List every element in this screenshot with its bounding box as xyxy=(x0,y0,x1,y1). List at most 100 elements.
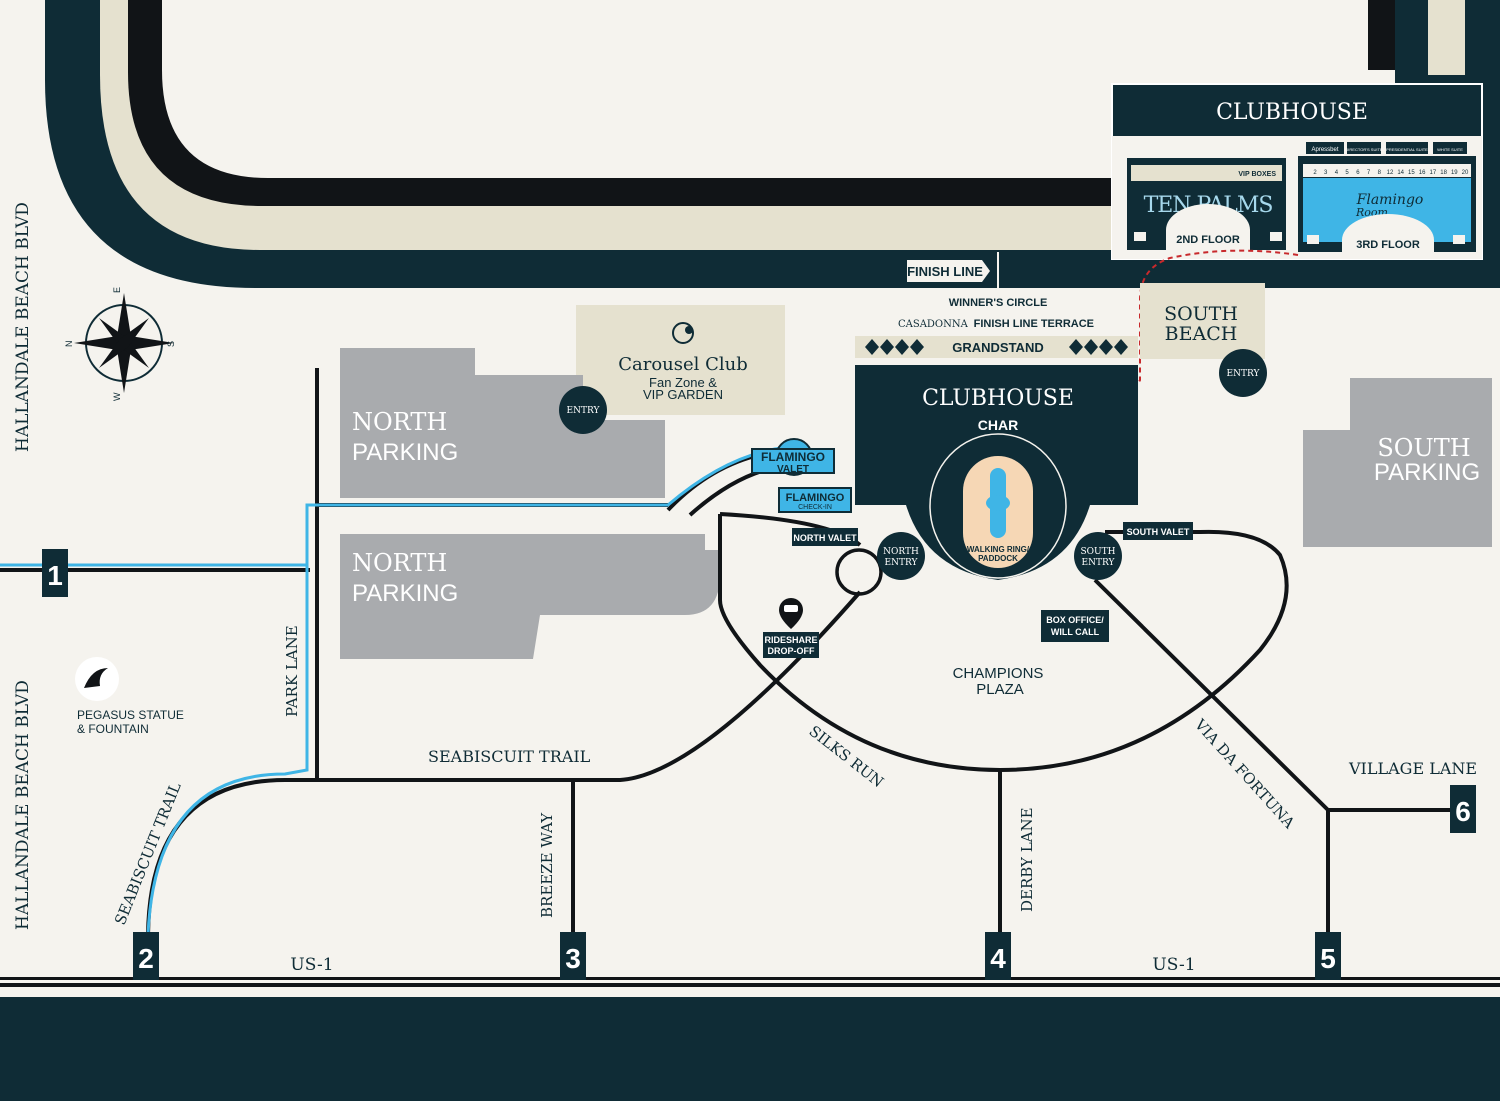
main-clubhouse-label: CLUBHOUSE xyxy=(922,386,1074,411)
finish-line-label: FINISH LINE xyxy=(907,264,983,279)
suite-apressbet: Apressbet xyxy=(1311,147,1338,153)
flamingo-valet-label-2: VALET xyxy=(777,464,809,475)
north-parking-lower-label-1: NORTH xyxy=(352,549,447,577)
box-office-label-1: BOX OFFICE/ xyxy=(1046,615,1104,625)
third-floor-elevator-right-icon xyxy=(1453,235,1465,244)
north-parking-upper-label-2: PARKING xyxy=(352,439,458,466)
box-number: 6 xyxy=(1356,170,1360,176)
carousel-entry-label: ENTRY xyxy=(567,406,601,416)
south-parking xyxy=(1303,378,1492,547)
compass-rose-icon: N E S W xyxy=(64,287,176,401)
rideshare-label-1: RIDESHARE xyxy=(764,635,817,645)
suite-directors: DIRECTOR'S SUITE xyxy=(1345,147,1382,152)
gate-5-number: 5 xyxy=(1320,943,1336,974)
clubhouse-inset: CLUBHOUSE VIP BOXES TEN PALMS 2ND FLOOR … xyxy=(1111,83,1500,260)
box-number: 20 xyxy=(1462,170,1469,176)
south-entry[interactable]: SOUTH ENTRY xyxy=(1074,532,1122,580)
box-number: 19 xyxy=(1451,170,1458,176)
winners-circle-label: WINNER'S CIRCLE xyxy=(949,297,1048,309)
suite-presidential: PRESIDENTIAL SUITE xyxy=(1386,147,1428,152)
hallandale-label-top: HALLANDALE BEACH BLVD xyxy=(13,202,33,452)
south-valet-label: SOUTH VALET xyxy=(1127,527,1190,537)
gate-3[interactable]: 3 xyxy=(560,932,586,980)
south-beach-entry[interactable]: ENTRY xyxy=(1219,349,1267,397)
south-beach-label-1: SOUTH xyxy=(1164,303,1238,325)
north-valet-tag[interactable]: NORTH VALET xyxy=(792,528,858,546)
south-valet-tag[interactable]: SOUTH VALET xyxy=(1123,522,1193,540)
flamingo-checkin-tag[interactable]: FLAMINGO CHECK-IN xyxy=(778,487,852,513)
gate-4[interactable]: 4 xyxy=(985,932,1011,980)
us1-label-right: US-1 xyxy=(1152,955,1195,975)
box-number: 7 xyxy=(1367,170,1371,176)
gate-2[interactable]: 2 xyxy=(133,932,159,980)
flamingo-checkin-label-2: CHECK-IN xyxy=(798,504,832,511)
south-parking-label-2: PARKING xyxy=(1374,459,1480,486)
champions-plaza-label-1: CHAMPIONS xyxy=(953,665,1044,682)
south-entry-label-2: ENTRY xyxy=(1082,558,1116,568)
breeze-way-label: BREEZE WAY xyxy=(538,812,556,918)
north-valet-label: NORTH VALET xyxy=(793,533,857,543)
gate-6-number: 6 xyxy=(1455,796,1471,827)
vip-garden-label: VIP GARDEN xyxy=(643,387,723,402)
gate-2-number: 2 xyxy=(138,943,154,974)
box-number: 16 xyxy=(1419,170,1426,176)
gate-1[interactable]: 1 xyxy=(42,549,68,597)
grandstand-label: GRANDSTAND xyxy=(952,340,1043,355)
inset-connector-line xyxy=(1079,249,1299,406)
grandstand-diamonds xyxy=(865,339,1128,355)
north-entry[interactable]: NORTH ENTRY xyxy=(877,532,925,580)
us1-label-left: US-1 xyxy=(290,955,333,975)
second-floor-elevator-left-icon xyxy=(1134,232,1146,241)
park-lane-label: PARK LANE xyxy=(283,625,301,717)
north-parking-upper-label-1: NORTH xyxy=(352,408,447,436)
gate-1-number: 1 xyxy=(47,560,63,591)
box-number: 8 xyxy=(1378,170,1382,176)
footer-band xyxy=(0,997,1500,1101)
box-number: 3 xyxy=(1324,170,1328,176)
compass-w: W xyxy=(112,392,122,401)
pegasus-label-1: PEGASUS STATUE xyxy=(77,708,184,722)
carousel-entry[interactable]: ENTRY xyxy=(559,386,607,434)
flamingo-room-line1: Flamingo xyxy=(1356,192,1424,208)
box-number: 18 xyxy=(1440,170,1447,176)
north-parking-lower-label-2: PARKING xyxy=(352,580,458,607)
box-number: 14 xyxy=(1397,170,1404,176)
village-lane-label: VILLAGE LANE xyxy=(1348,759,1477,778)
south-beach-area xyxy=(1140,283,1265,359)
gate-6[interactable]: 6 xyxy=(1450,785,1476,833)
third-floor-label: 3RD FLOOR xyxy=(1356,239,1420,251)
north-entry-label-2: ENTRY xyxy=(885,558,919,568)
casadonna-suffix: FINISH LINE TERRACE xyxy=(974,318,1094,330)
fan-zone-label: Fan Zone & xyxy=(649,375,717,390)
flamingo-valet-label-1: FLAMINGO xyxy=(761,450,825,464)
vip-boxes-label: VIP BOXES xyxy=(1238,171,1276,178)
south-beach-entry-label: ENTRY xyxy=(1227,369,1261,379)
seabiscuit-trail-label-horizontal: SEABISCUIT TRAIL xyxy=(428,747,591,766)
box-office[interactable]: BOX OFFICE/ WILL CALL xyxy=(1041,610,1109,642)
second-floor-elevator-right-icon xyxy=(1270,232,1282,241)
gate-4-number: 4 xyxy=(990,943,1006,974)
box-number: 12 xyxy=(1387,170,1394,176)
flamingo-valet-marker[interactable]: FLAMINGO VALET xyxy=(751,438,835,476)
box-number: 15 xyxy=(1408,170,1415,176)
finish-line-tag: FINISH LINE xyxy=(907,260,990,282)
gate-5[interactable]: 5 xyxy=(1315,932,1341,980)
casadonna-prefix: CASADONNA xyxy=(898,319,969,330)
champions-plaza-label-2: PLAZA xyxy=(976,681,1024,698)
grandstand xyxy=(855,336,1138,358)
carousel-club-label: Carousel Club xyxy=(618,354,748,375)
south-beach-label-2: BEACH xyxy=(1165,323,1238,345)
north-parking-lower xyxy=(340,534,720,659)
rideshare-label-2: DROP-OFF xyxy=(768,646,815,656)
carousel-club-logo-icon xyxy=(672,322,694,344)
rideshare-dropoff[interactable]: RIDESHARE DROP-OFF xyxy=(763,598,819,658)
box-number: 2 xyxy=(1313,170,1317,176)
suite-white: WHITE SUITE xyxy=(1437,147,1463,152)
hallandale-label-bottom: HALLANDALE BEACH BLVD xyxy=(13,680,33,930)
box-number: 5 xyxy=(1345,170,1349,176)
south-entry-label-1: SOUTH xyxy=(1081,547,1116,557)
walking-ring-label-2: PADDOCK xyxy=(978,554,1018,563)
casadonna-label: CASADONNA FINISH LINE TERRACE xyxy=(898,318,1094,330)
